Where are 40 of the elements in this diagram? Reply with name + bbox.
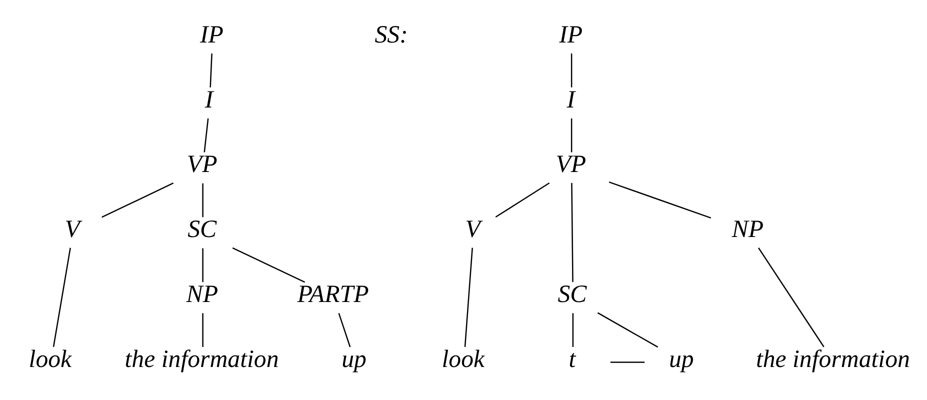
connector	[202, 313, 204, 347]
connector	[570, 118, 572, 152]
connector	[572, 313, 574, 347]
node-text: the information	[124, 346, 279, 373]
node-text: V	[465, 216, 480, 244]
connector	[464, 248, 473, 347]
node-text: the information	[756, 346, 910, 373]
node-text: t	[568, 346, 576, 373]
node-text: I	[566, 86, 576, 114]
connector	[52, 248, 71, 347]
connector	[202, 183, 204, 218]
connector	[102, 182, 174, 218]
connector	[210, 53, 212, 88]
connector	[495, 182, 550, 218]
connector	[204, 118, 209, 152]
node-text: SC	[558, 281, 587, 308]
node-text: NP	[186, 281, 218, 308]
node-text: VP	[186, 151, 218, 178]
node-text: PARTP	[297, 281, 369, 308]
connector	[610, 362, 645, 363]
label: SS:	[374, 21, 408, 48]
node-text: IP	[200, 21, 224, 48]
connector	[338, 312, 351, 348]
connector	[597, 312, 658, 348]
connector	[608, 182, 712, 218]
connector	[570, 54, 572, 88]
connector	[571, 182, 574, 282]
node-text: V	[64, 216, 80, 244]
node-text: IP	[559, 21, 583, 48]
connector	[232, 247, 306, 283]
node-text: look	[28, 346, 72, 373]
node-text: VP	[556, 151, 586, 178]
node-text: look	[442, 346, 485, 373]
node-text: I	[204, 86, 214, 114]
node-text: NP	[732, 216, 764, 244]
node-text: SC	[188, 216, 217, 244]
node-text: up	[668, 346, 694, 373]
connector	[202, 248, 204, 282]
connector	[758, 248, 824, 348]
node-text: up	[342, 346, 366, 373]
